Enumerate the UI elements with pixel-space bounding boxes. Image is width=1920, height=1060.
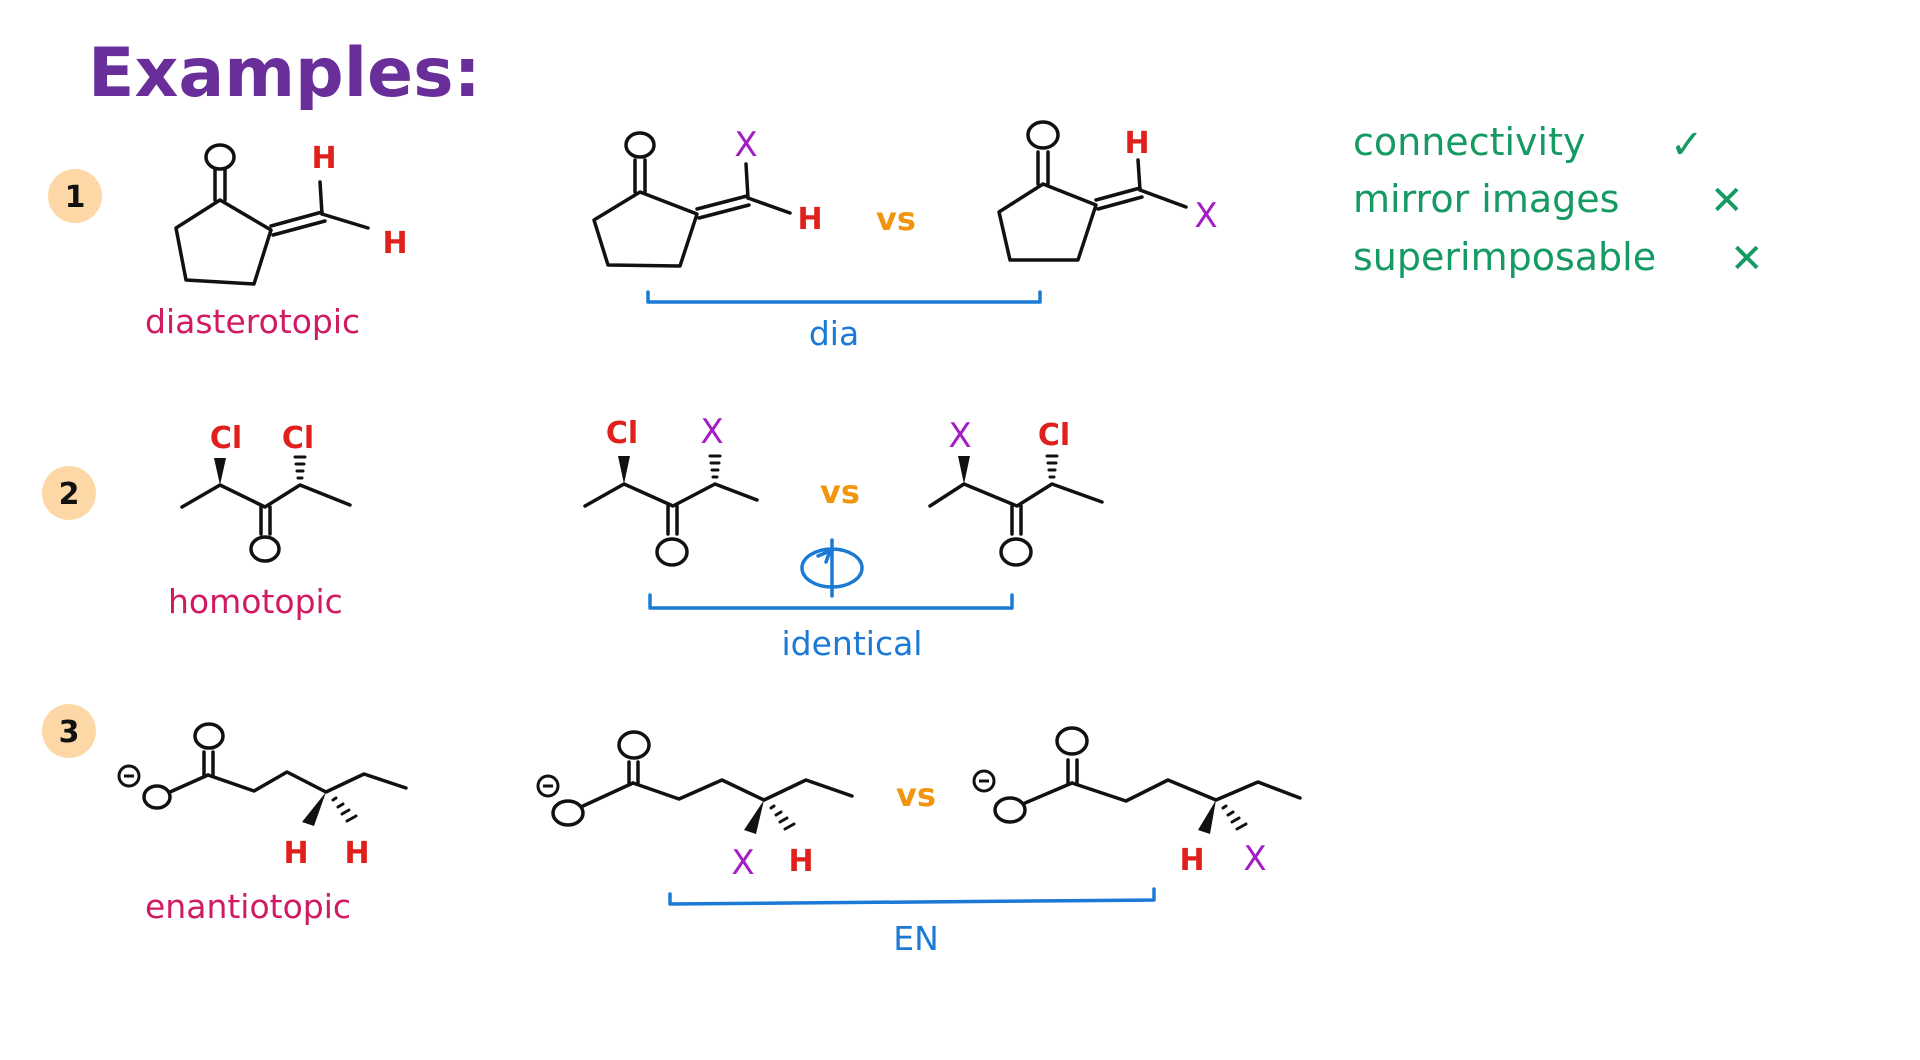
atom-cl: Cl [606, 416, 638, 451]
atom-cl-left: Cl [210, 421, 242, 456]
atom-h: H [797, 202, 822, 237]
relation-label: dia [809, 314, 859, 353]
criterion-text: mirror images [1353, 177, 1619, 221]
molecule-3a: X H [536, 730, 854, 883]
example-number-badge [48, 169, 102, 223]
example-number-badge [42, 466, 96, 520]
criterion-text: connectivity [1353, 120, 1585, 164]
example-label: homotopic [168, 582, 343, 621]
relation-bracket [646, 290, 1042, 304]
vs-label: vs [896, 776, 936, 814]
atom-h-left: H [283, 836, 308, 871]
cross-icon: ✕ [1710, 178, 1744, 224]
page-title: Examples: [88, 34, 481, 113]
atom-h: H [1124, 126, 1149, 161]
molecule-2-reference: Cl Cl [180, 421, 352, 563]
atom-h: H [788, 844, 813, 879]
molecule-3-reference: H H [117, 722, 408, 871]
atom-h-top: H [311, 141, 336, 176]
atom-x: X [948, 416, 971, 456]
example-number: 3 [59, 715, 80, 750]
molecule-3b: H X [972, 726, 1302, 879]
molecule-1-reference: H H [174, 141, 408, 286]
example-2: 2 Cl Cl homotopic [42, 412, 1104, 663]
relation-bracket [648, 593, 1014, 610]
atom-cl-right: Cl [282, 421, 314, 456]
rotation-icon [800, 538, 864, 598]
vs-label: vs [820, 473, 860, 511]
atom-h-right: H [382, 226, 407, 261]
example-label: diasterotopic [145, 302, 360, 341]
relation-bracket [668, 887, 1156, 906]
atom-x: X [731, 843, 754, 883]
check-icon: ✓ [1670, 122, 1704, 168]
atom-x: X [1243, 839, 1266, 879]
atom-x: X [1194, 196, 1217, 236]
criteria-list: connectivity ✓ mirror images ✕ superimpo… [1353, 120, 1764, 282]
relation-label: EN [893, 919, 939, 958]
cross-icon: ✕ [1730, 236, 1764, 282]
vs-label: vs [876, 200, 916, 238]
example-number: 1 [65, 180, 86, 215]
atom-h: H [1179, 843, 1204, 878]
example-number: 2 [59, 477, 80, 512]
criterion-text: superimposable [1353, 235, 1656, 279]
example-label: enantiotopic [145, 887, 351, 926]
molecule-1a: X H [592, 125, 823, 268]
example-3: 3 H H enantiotopic [42, 704, 1302, 958]
atom-x: X [734, 125, 757, 165]
atom-cl: Cl [1038, 418, 1070, 453]
atom-x: X [700, 412, 723, 452]
relation-label: identical [782, 624, 923, 663]
atom-h-right: H [344, 836, 369, 871]
molecule-1b: H X [997, 120, 1218, 262]
molecule-2a: Cl X [583, 412, 759, 567]
example-number-badge [42, 704, 96, 758]
molecule-2b: X Cl [928, 416, 1104, 567]
example-1: 1 H H diasterotopic X H [48, 120, 1218, 353]
